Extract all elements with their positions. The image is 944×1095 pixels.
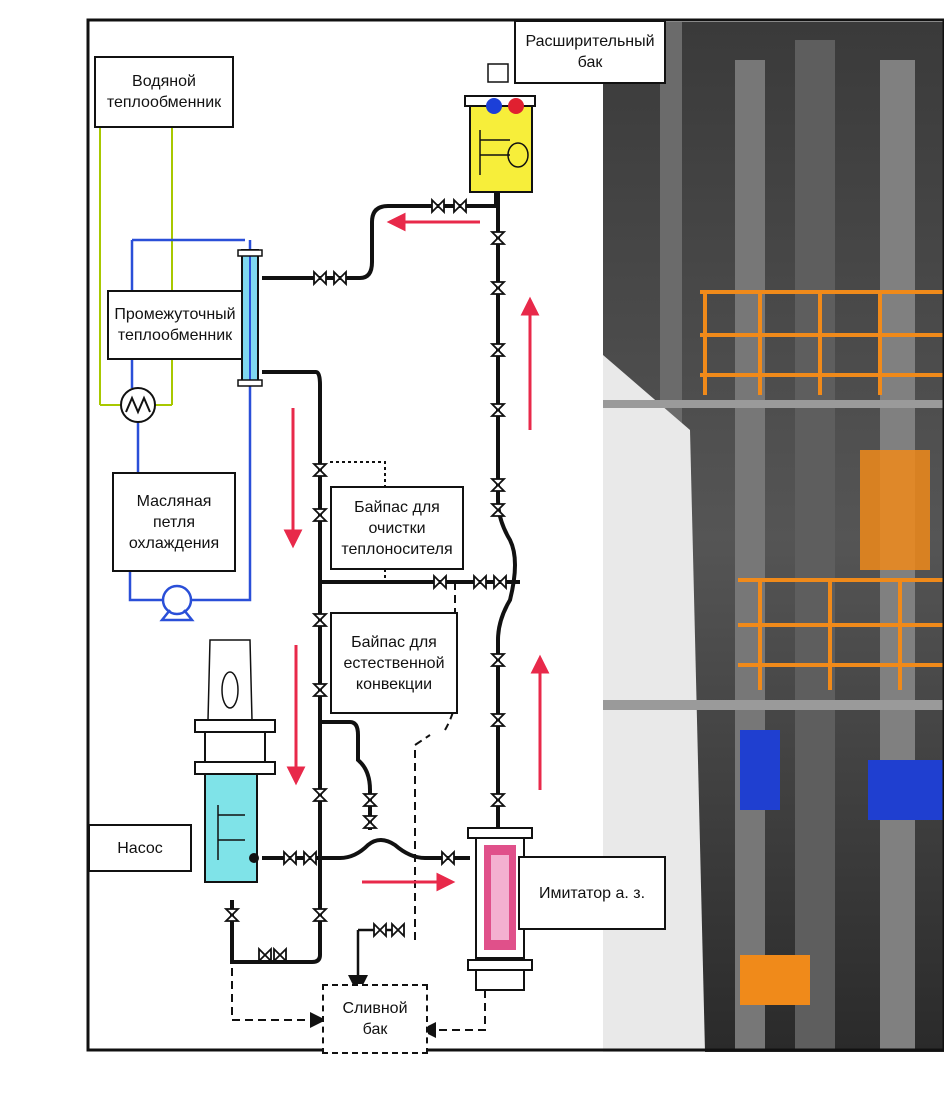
valve-icon [311,908,329,922]
valve-icon [391,921,405,939]
valve-icon [489,478,507,492]
valve-icon [273,946,287,964]
valve-icon [489,793,507,807]
flow-arrows [283,212,550,892]
label-water-hx: Водяной теплообменник [94,56,234,128]
valve-icon [313,269,327,287]
valve-icon [489,653,507,667]
valve-icon [303,849,317,867]
valve-icon [489,403,507,417]
valve-icon [311,463,329,477]
valve-icon [223,908,241,922]
intermediate-hx-column [237,249,263,387]
valve-icon [283,849,297,867]
flow-arrow-icon [530,654,550,790]
valves [223,197,507,964]
valve-icon [258,946,272,964]
heat-exchanger-icon [120,387,156,423]
label-expansion-tank: Расширительный бак [514,20,666,84]
flow-arrow-icon [283,408,303,549]
label-core-simulator: Имитатор а. з. [518,856,666,930]
valve-icon [333,269,347,287]
valve-icon [311,683,329,697]
label-drain-tank: Сливной бак [322,984,428,1054]
valve-icon [361,793,379,807]
flow-arrow-icon [362,872,456,892]
valve-icon [489,503,507,517]
main-pump [194,639,276,883]
flow-arrow-icon [520,296,540,430]
valve-icon [441,849,455,867]
valve-icon [431,197,445,215]
valve-icon [473,573,487,591]
flow-arrow-icon [286,645,306,786]
label-intermediate-hx: Промежуточный теплообменник [107,290,243,360]
valve-icon [361,815,379,829]
valve-icon [373,921,387,939]
water-loop-lines [99,128,173,406]
valve-icon [311,788,329,802]
expansion-tank [464,63,536,193]
valve-icon [489,713,507,727]
facility-photo [603,22,944,1052]
valve-icon [453,197,467,215]
valve-icon [311,613,329,627]
label-oil-loop: Масляная петля охлаждения [112,472,236,572]
oil-loop-lines [128,238,252,602]
label-pump: Насос [88,824,192,872]
valve-icon [433,573,447,591]
label-bypass-cleaning: Байпас для очистки теплоносителя [330,486,464,570]
valve-icon [311,508,329,522]
valve-icon [489,231,507,245]
core-simulator [467,827,533,991]
valve-icon [489,343,507,357]
pump-icon [159,584,195,622]
label-bypass-natural: Байпас для естественной конвекции [330,612,458,714]
valve-icon [489,281,507,295]
flow-arrow-icon [386,212,480,232]
valve-icon [493,573,507,591]
